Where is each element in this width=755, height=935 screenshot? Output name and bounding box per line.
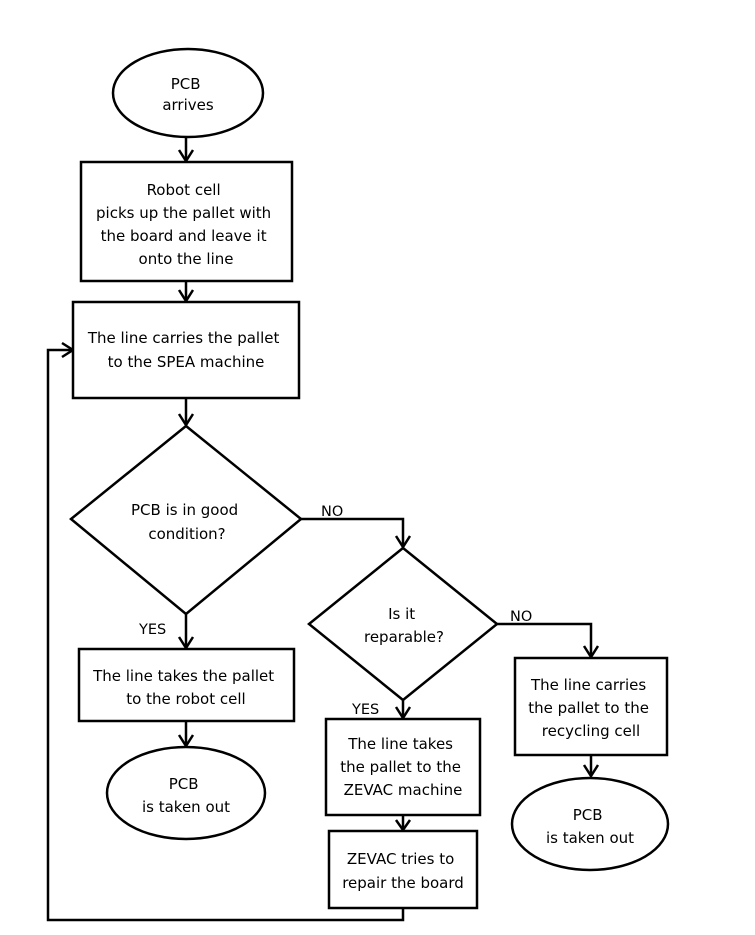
node-to-spea-text: The line carries the pallet to the SPEA … bbox=[87, 329, 284, 371]
node-taken-out-2-text: PCB is taken out bbox=[546, 806, 634, 847]
node-taken-out-2: PCB is taken out bbox=[510, 776, 670, 872]
edge-repair-loop-back bbox=[46, 348, 405, 922]
node-to-recycling-text: The line carries the pallet to the recyc… bbox=[528, 676, 654, 740]
edge-label-good-yes: YES bbox=[138, 622, 166, 638]
node-to-robot-text: The line takes the pallet to the robot c… bbox=[92, 667, 279, 708]
node-robot-cell-text: Robot cell picks up the pallet with the … bbox=[96, 181, 276, 268]
node-reparable-text: Is it reparable? bbox=[364, 605, 444, 646]
node-taken-out-1-text: PCB is taken out bbox=[142, 775, 230, 816]
node-taken-out-1: PCB is taken out bbox=[105, 745, 267, 841]
edge-label-reparable-yes: YES bbox=[351, 702, 379, 718]
node-start: PCB arrives bbox=[111, 47, 265, 139]
edge-label-reparable-no: NO bbox=[510, 609, 532, 625]
node-start-text: PCB arrives bbox=[162, 75, 214, 114]
node-good-condition: PCB is in good condition? bbox=[69, 424, 303, 616]
node-to-zevac-text: The line takes the pallet to the ZEVAC m… bbox=[340, 735, 466, 799]
edge-labels: NO YES NO YES bbox=[138, 504, 532, 718]
node-reparable: Is it reparable? bbox=[307, 546, 499, 702]
edge-good-no bbox=[301, 517, 405, 547]
edge-label-good-no: NO bbox=[321, 504, 343, 520]
node-zevac-repair-text: ZEVAC tries to repair the board bbox=[342, 850, 464, 892]
arrowhead bbox=[582, 764, 600, 779]
node-robot-cell: Robot cell picks up the pallet with the … bbox=[79, 160, 294, 283]
node-to-recycling: The line carries the pallet to the recyc… bbox=[513, 656, 669, 757]
node-to-robot: The line takes the pallet to the robot c… bbox=[77, 647, 296, 723]
node-to-zevac: The line takes the pallet to the ZEVAC m… bbox=[324, 717, 482, 817]
edge-reparable-no bbox=[497, 622, 593, 657]
node-good-condition-text: PCB is in good condition? bbox=[131, 501, 243, 543]
node-zevac-repair: ZEVAC tries to repair the board bbox=[327, 829, 479, 910]
node-to-spea: The line carries the pallet to the SPEA … bbox=[71, 300, 301, 400]
